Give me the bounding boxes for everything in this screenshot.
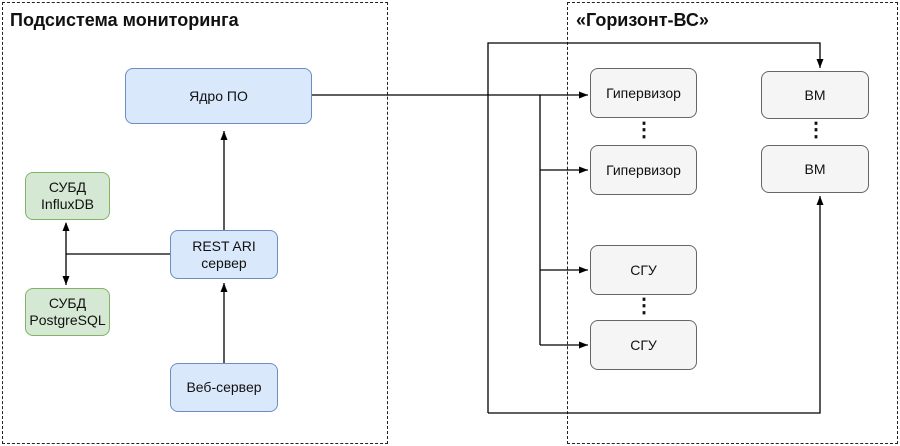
vm-node-2: ВМ [761, 145, 869, 193]
vm-ellipsis: ⋮ [806, 119, 826, 141]
postgresql-label: СУБД PostgreSQL [29, 295, 106, 328]
core-node-label: Ядро ПО [189, 87, 248, 104]
sgu-node-2: СГУ [590, 320, 697, 370]
web-server-node: Веб-сервер [170, 363, 278, 412]
vm-1-label: ВМ [804, 86, 826, 103]
horizon-region [567, 2, 898, 444]
postgresql-node: СУБД PostgreSQL [25, 288, 110, 336]
core-node: Ядро ПО [125, 68, 312, 124]
hypervisor-ellipsis: ⋮ [634, 119, 654, 141]
vm-node-1: ВМ [761, 71, 869, 119]
sgu-1-label: СГУ [630, 261, 657, 278]
hypervisor-node-2: Гипервизор [590, 145, 697, 195]
influxdb-node: СУБД InfluxDB [25, 172, 110, 220]
hypervisor-node-1: Гипервизор [590, 68, 697, 118]
web-server-label: Веб-сервер [186, 379, 262, 396]
monitoring-subsystem-region [2, 2, 388, 444]
edge-loop-to-vm-top [487, 42, 824, 413]
hypervisor-1-label: Гипервизор [606, 84, 681, 101]
sgu-node-1: СГУ [590, 245, 697, 295]
horizon-title: «Горизонт-ВС» [576, 10, 709, 30]
vm-2-label: ВМ [804, 160, 826, 177]
monitoring-subsystem-title: Подсистема мониторинга [10, 10, 239, 30]
rest-ari-server-label: REST ARI сервер [192, 237, 256, 271]
hypervisor-2-label: Гипервизор [606, 161, 681, 178]
sgu-ellipsis: ⋮ [634, 295, 654, 317]
rest-ari-server-node: REST ARI сервер [170, 230, 278, 279]
edge-core-to-targets [312, 94, 541, 345]
edge-loop-to-vm-bottom [488, 196, 824, 414]
influxdb-label: СУБД InfluxDB [41, 179, 94, 212]
sgu-2-label: СГУ [630, 336, 657, 353]
